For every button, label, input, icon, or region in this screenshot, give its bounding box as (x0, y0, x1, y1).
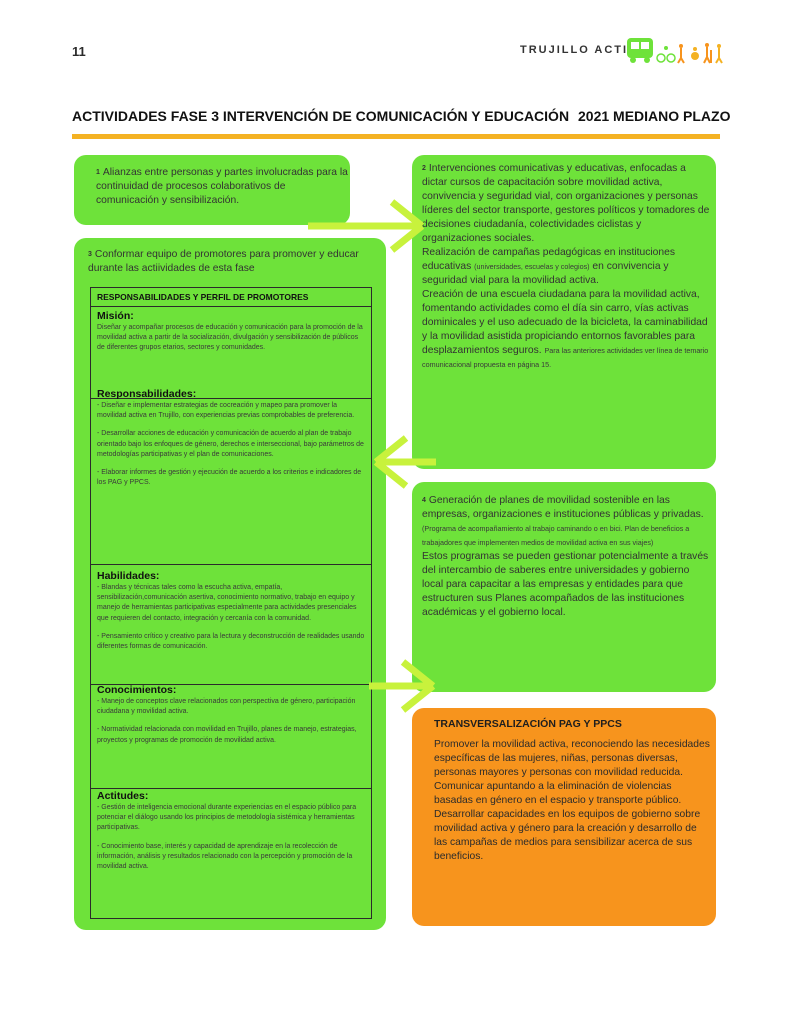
habilidades-section: Habilidades: - Blandas y técnicas tales … (91, 568, 371, 685)
mision-heading: Misión: (97, 310, 134, 322)
activity-2-body-3: Creación de una escuela ciudadana para l… (422, 289, 708, 356)
list-item: - Conocimiento base, interés y capacidad… (97, 842, 353, 871)
habilidades-heading: Habilidades: (97, 570, 160, 582)
activity-3-body: Conformar equipo de promotores para prom… (88, 249, 359, 274)
conocimientos-heading: Conocimientos: (97, 684, 177, 696)
activity-1-number: 1 (96, 169, 100, 176)
page-number: 11 (72, 44, 86, 59)
activity-1-body: Alianzas entre personas y partes involuc… (96, 167, 348, 206)
actitudes-section: Actitudes: - Gestión de inteligencia emo… (91, 788, 371, 916)
activity-3-number: 3 (88, 251, 92, 258)
habilidades-body: - Blandas y técnicas tales como la escuc… (97, 583, 365, 652)
activity-2-number: 2 (422, 165, 426, 172)
activity-2-note: Para las anteriores actividades ver líne… (422, 346, 709, 369)
arrow-left-icon (373, 435, 436, 489)
paragraph: Desarrollar capacidades en los equipos d… (434, 809, 701, 862)
promoters-profile-table: RESPONSABILIDADES Y PERFIL DE PROMOTORES… (90, 287, 372, 919)
list-item: - Manejo de conceptos clave relacionados… (97, 698, 356, 716)
activity-2-body-2b: (universidades, escuelas y colegios) (474, 262, 590, 271)
responsabilidades-section: Responsabilidades: - Diseñar e implement… (91, 386, 371, 565)
list-item: - Elaborar informes de gestión y ejecuci… (97, 469, 362, 487)
list-item: - Blandas y técnicas tales como la escuc… (97, 584, 357, 622)
mision-section: Misión: Diseñar y acompañar procesos de … (91, 308, 371, 399)
activity-2-body: Intervenciones comunicativas y educativa… (422, 163, 710, 244)
actitudes-heading: Actitudes: (97, 790, 149, 802)
page-title: ACTIVIDADES FASE 3 INTERVENCIÓN DE COMUN… (72, 108, 570, 124)
activity-box-3 (74, 238, 386, 930)
list-item: - Diseñar e implementar estrategias de c… (97, 402, 355, 420)
paragraph: Promover la movilidad activa, reconocien… (434, 739, 710, 778)
transversalization-heading: TRANSVERSALIZACIÓN PAG Y PPCS (434, 718, 622, 730)
transversalization-box (412, 708, 716, 926)
activity-2-body-2a: Realización de campañas pedagógicas en i… (422, 247, 676, 272)
brand-name: TRUJILLO ACTIVA (520, 44, 647, 56)
table-title: RESPONSABILIDADES Y PERFIL DE PROMOTORES (91, 288, 371, 307)
mision-text: Diseñar y acompañar procesos de educació… (97, 324, 363, 352)
arrow-right-icon (369, 659, 436, 713)
list-item: - Gestión de inteligencia emocional dura… (97, 804, 357, 832)
activity-2-body-2c: en convivencia y seguridad vial para la … (422, 261, 669, 286)
activity-box-2 (412, 155, 716, 469)
conocimientos-section: Conocimientos: - Manejo de conceptos cla… (91, 682, 371, 789)
responsabilidades-body: - Diseñar e implementar estrategias de c… (97, 401, 365, 488)
activity-4-number: 4 (422, 497, 426, 504)
actitudes-body: - Gestión de inteligencia emocional dura… (97, 803, 365, 872)
list-item: - Normatividad relacionada con movilidad… (97, 726, 357, 744)
header-rule (72, 134, 720, 139)
bus-cyclist-pedestrian-logo-icon (627, 38, 723, 64)
activity-4-body-2: Estos programas se pueden gestionar pote… (422, 551, 709, 618)
transversalization-text: Promover la movilidad activa, reconocien… (434, 738, 710, 864)
conocimientos-body: - Manejo de conceptos clave relacionados… (97, 697, 365, 746)
arrow-right-icon (308, 199, 425, 253)
activity-4-small: (Programa de acompañamiento al trabajo c… (422, 524, 690, 547)
list-item: - Desarrollar acciones de educación y co… (97, 430, 364, 458)
activity-box-4 (412, 482, 716, 692)
responsabilidades-heading: Responsabilidades: (97, 388, 197, 400)
activity-box-1 (74, 155, 350, 225)
paragraph: Comunicar apuntando a la eliminación de … (434, 781, 682, 806)
phase-label: 2021 MEDIANO PLAZO (578, 108, 731, 124)
activity-4-body: Generación de planes de movilidad sosten… (422, 495, 704, 520)
list-item: - Pensamiento crítico y creativo para la… (97, 632, 365, 651)
